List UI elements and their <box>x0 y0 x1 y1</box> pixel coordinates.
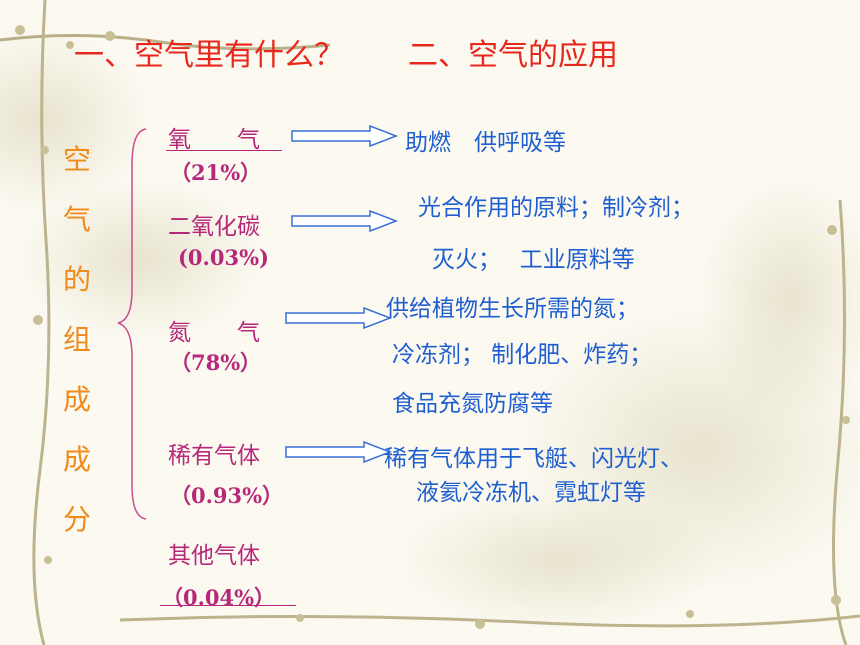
gas-co2: 二氧化碳 <box>168 214 260 240</box>
other-underline <box>160 605 296 606</box>
gas-oxygen: 氧 气 <box>168 127 260 153</box>
vertical-char-5: 成 <box>62 383 91 416</box>
app-rare-line1: 稀有气体用于飞艇、闪光灯、 <box>384 446 683 472</box>
gas-nitrogen: 氮 气 <box>168 320 260 346</box>
app-co2-line2: 灭火； 工业原料等 <box>432 247 635 273</box>
vertical-char-2: 气 <box>62 203 91 236</box>
curly-brace <box>117 128 147 520</box>
title-what-is-in-air: 一、空气里有什么？ <box>74 38 344 73</box>
arrow-right-icon <box>291 125 399 147</box>
vertical-char-6: 成 <box>62 443 91 476</box>
app-n2-line1: 供给植物生长所需的氮； <box>386 296 639 322</box>
app-co2-line1: 光合作用的原料；制冷剂； <box>418 195 694 221</box>
arrow-right-icon <box>291 210 399 232</box>
arrow-right-icon <box>285 441 393 463</box>
vertical-char-4: 组 <box>62 323 91 356</box>
gas-other: 其他气体 <box>168 543 260 569</box>
pct-nitrogen: （78%） <box>170 350 262 375</box>
title-air-applications: 二、空气的应用 <box>408 38 618 73</box>
vertical-char-1: 空 <box>62 143 91 176</box>
pct-other: （0.04%） <box>162 585 276 610</box>
arrow-right-icon <box>285 307 393 329</box>
pct-oxygen: （21%） <box>170 160 262 185</box>
gas-rare: 稀有气体 <box>168 443 260 469</box>
app-rare-line2: 液氦冷冻机、霓虹灯等 <box>416 480 646 506</box>
app-n2-line2: 冷冻剂； 制化肥、炸药； <box>392 342 653 368</box>
app-n2-line3: 食品充氮防腐等 <box>392 391 553 417</box>
app-oxygen: 助燃 供呼吸等 <box>405 130 566 156</box>
oxygen-underline <box>166 150 282 151</box>
vertical-char-3: 的 <box>62 263 91 296</box>
pct-co2: (0.03%) <box>178 245 269 270</box>
pct-rare: （0.93%） <box>170 483 284 508</box>
vertical-char-7: 分 <box>62 503 91 536</box>
